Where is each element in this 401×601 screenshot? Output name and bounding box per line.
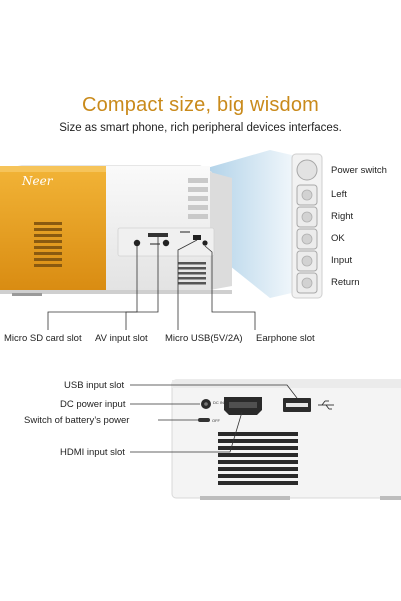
leader-usb-input: [130, 384, 298, 399]
label-ok: OK: [331, 233, 345, 244]
label-power-switch: Power switch: [331, 165, 387, 176]
label-input: Input: [331, 255, 353, 266]
av-hole: [133, 239, 141, 247]
dc-in-text: DC IN: [213, 400, 224, 405]
label-earphone: Earphone slot: [256, 333, 315, 344]
label-battery-switch: Switch of battery’s power: [24, 415, 130, 426]
label-hdmi-input: HDMI input slot: [60, 447, 125, 458]
label-usb-input: USB input slot: [64, 380, 125, 391]
leader-av: [125, 246, 138, 330]
earphone-hole: [202, 240, 208, 246]
page-subtitle: Size as smart phone, rich peripheral dev…: [59, 122, 342, 134]
label-dc-power: DC power input: [60, 399, 126, 410]
orange-vent: [34, 222, 62, 267]
leader-hdmi: [130, 411, 243, 453]
label-micro-sd: Micro SD card slot: [4, 333, 82, 344]
white-vent: [178, 262, 206, 285]
label-return: Return: [331, 277, 360, 288]
leader-usb: [177, 239, 198, 330]
power-button: [296, 159, 318, 181]
brand-logo: Neer: [22, 174, 53, 188]
lens-fins: [188, 178, 208, 219]
micro-usb-port: [193, 235, 201, 240]
leader-earphone: [204, 245, 256, 330]
usb-symbol-icon: [318, 400, 334, 410]
label-left: Left: [331, 189, 347, 200]
off-text: OFF: [212, 418, 220, 423]
battery-switch: [198, 418, 210, 422]
label-micro-usb: Micro USB(5V/2A): [165, 333, 243, 344]
page-title: Compact size, big wisdom: [81, 94, 320, 116]
bottom-vent: [218, 432, 298, 485]
leader-micro-sd: [47, 237, 159, 330]
label-av-input: AV input slot: [95, 333, 148, 344]
label-right: Right: [331, 211, 354, 222]
micro-sd-slot: [148, 233, 168, 237]
